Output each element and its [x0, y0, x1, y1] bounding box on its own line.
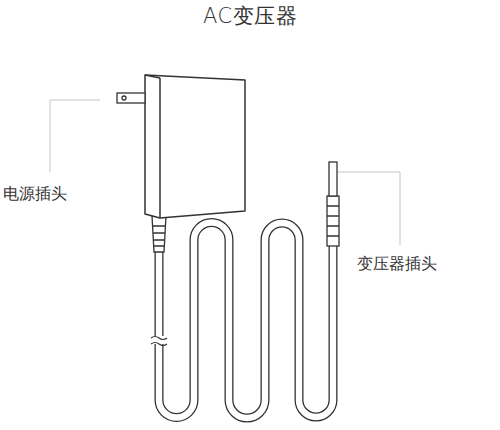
- leader-line: [330, 172, 400, 245]
- leader-line: [50, 100, 100, 172]
- strain-relief: [152, 216, 166, 252]
- dc-plug: [327, 162, 339, 246]
- adapter-body: [145, 75, 245, 218]
- part-label: 电源插头: [2, 184, 68, 205]
- break-mark: [150, 336, 168, 346]
- plug-prong: [117, 93, 145, 103]
- cord: [159, 223, 333, 419]
- part-label: 变压器插头: [356, 254, 438, 275]
- diagram-title: AC变压器: [203, 2, 297, 30]
